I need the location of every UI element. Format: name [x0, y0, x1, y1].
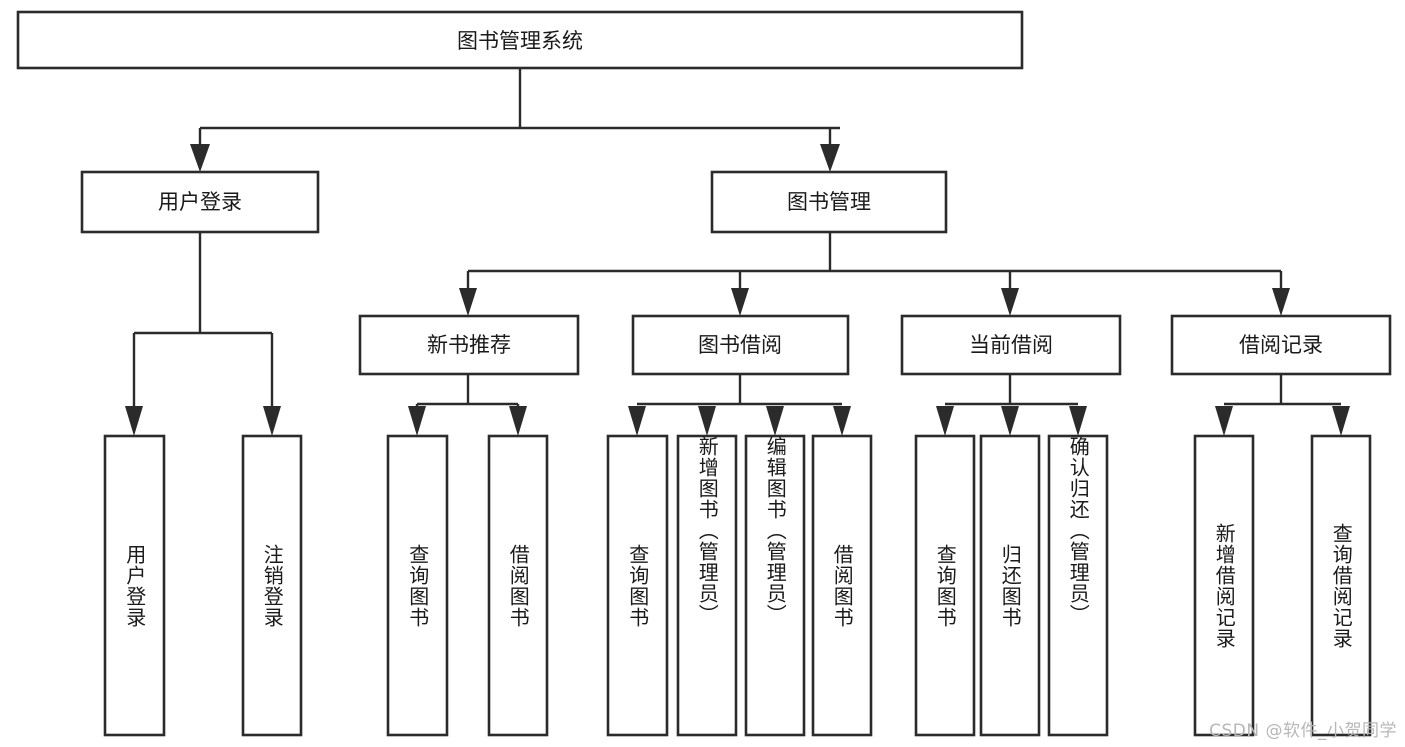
node-new-book-recommend-box[interactable] — [358, 314, 580, 376]
node-book-borrow-box[interactable] — [631, 314, 850, 376]
leaf-box-query-book-1[interactable] — [386, 434, 449, 737]
arrow-head-leaf-logout-login — [263, 406, 281, 436]
node-root-box[interactable] — [16, 10, 1024, 70]
leaf-box-edit-book[interactable] — [744, 434, 806, 737]
node-label-layer: 图书管理系统 用户登录 图书管理 新书推荐 图书借阅 当前借阅 借阅记录 — [158, 29, 1323, 357]
arrow-head-leaf-borrow-book-2 — [833, 406, 851, 436]
leaf-box-user-login[interactable] — [103, 434, 166, 737]
leaf-box-borrow-book-1[interactable] — [487, 434, 549, 737]
arrow-head-leaf-query-book-2 — [628, 406, 646, 436]
leaf-box-query-book-3[interactable] — [914, 434, 976, 737]
label-borrow-record: 借阅记录 — [1239, 333, 1323, 357]
arrow-head-leaf-edit-book — [766, 406, 784, 436]
connector-layer — [125, 68, 1350, 436]
arrow-head-leaf-borrow-book-1 — [509, 406, 527, 436]
leaf-box-logout-login[interactable] — [241, 434, 303, 737]
arrow-head-leaf-user-login — [125, 406, 143, 436]
watermark-text: CSDN @软件_小贺同学 — [1209, 721, 1397, 741]
node-user-login-box[interactable] — [80, 170, 320, 234]
label-current-borrow: 当前借阅 — [969, 333, 1053, 357]
arrow-head-borrow-record — [1272, 288, 1290, 316]
leaf-box-confirm-return[interactable] — [1047, 434, 1109, 737]
leaf-box-query-book-2[interactable] — [606, 434, 669, 737]
arrow-head-leaf-confirm-return — [1069, 406, 1087, 436]
node-book-manage-box[interactable] — [710, 170, 948, 234]
leaf-box-add-record[interactable] — [1193, 434, 1255, 737]
node-current-borrow-box[interactable] — [900, 314, 1122, 376]
label-user-login: 用户登录 — [158, 190, 242, 214]
leaf-layer — [103, 434, 1372, 737]
leaf-box-borrow-book-2[interactable] — [811, 434, 873, 737]
arrow-head-leaf-query-book-1 — [408, 406, 426, 436]
leaf-box-query-record[interactable] — [1310, 434, 1372, 737]
arrow-head-leaf-add-book — [698, 406, 716, 436]
arrow-head-leaf-query-book-3 — [936, 406, 954, 436]
label-book-borrow: 图书借阅 — [698, 333, 782, 357]
label-new-book-recommend: 新书推荐 — [427, 333, 511, 357]
arrow-head-leaf-return-book — [1001, 406, 1019, 436]
arrow-head-current-borrow — [1001, 288, 1019, 316]
label-root: 图书管理系统 — [457, 29, 583, 53]
arrow-head-book-manage — [820, 144, 840, 172]
arrow-head-leaf-add-record — [1215, 406, 1233, 436]
arrow-head-book-borrow — [731, 288, 749, 316]
label-book-manage: 图书管理 — [787, 190, 871, 214]
leaf-box-return-book[interactable] — [979, 434, 1041, 737]
node-borrow-record-box[interactable] — [1170, 314, 1392, 376]
leaf-box-add-book[interactable] — [676, 434, 738, 737]
arrow-head-new-book-recommend — [459, 288, 477, 316]
arrow-head-leaf-query-record — [1332, 406, 1350, 436]
node-layer — [16, 10, 1392, 376]
arrow-head-user-login — [190, 144, 210, 172]
